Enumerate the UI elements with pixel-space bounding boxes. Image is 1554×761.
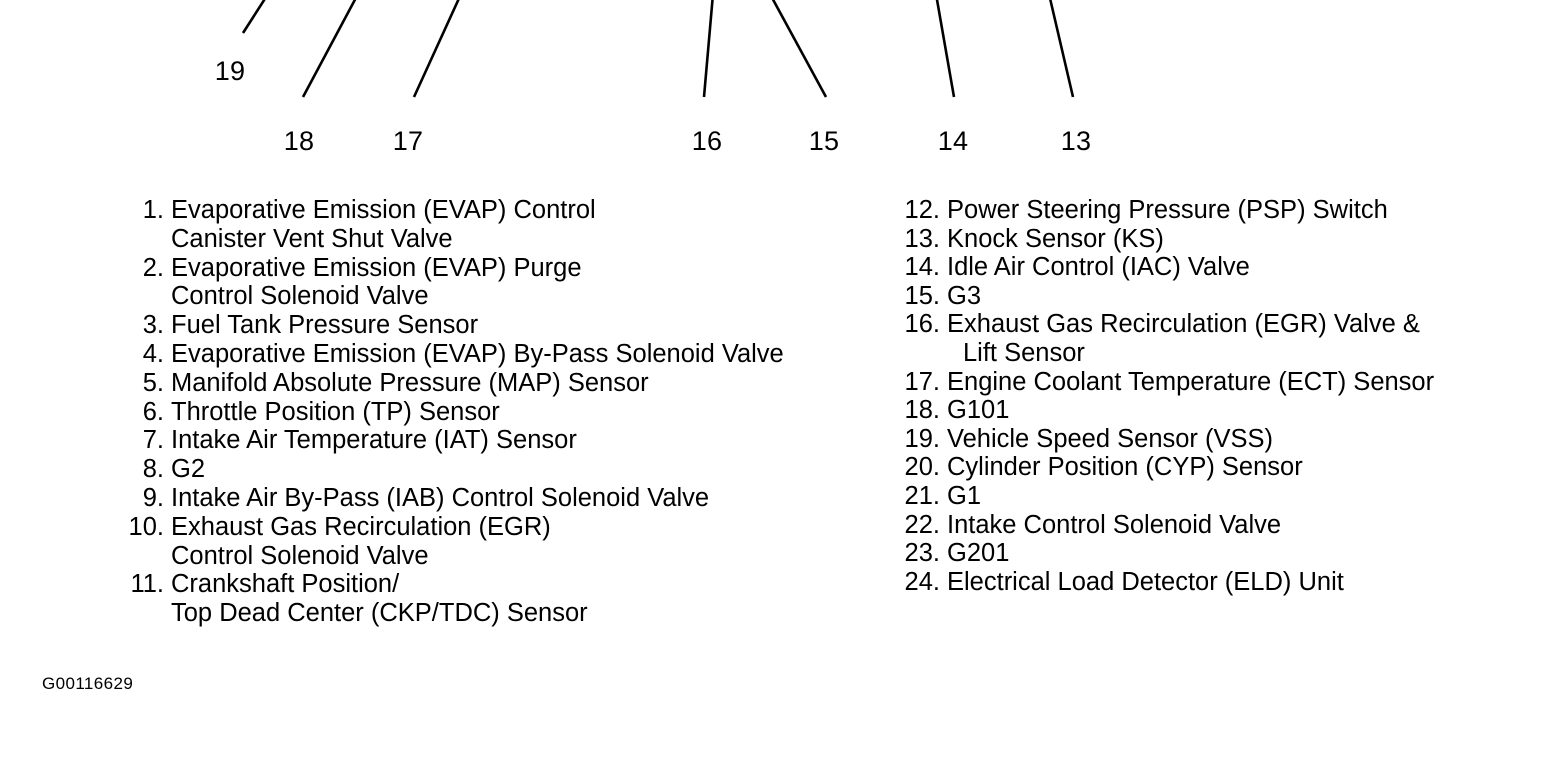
legend-item-number: 1. (142, 196, 164, 224)
legend-item-6: 6.Throttle Position (TP) Sensor (118, 398, 878, 427)
legend-item-15: 15.G3 (890, 282, 1530, 311)
legend-item-label: Power Steering Pressure (PSP) Switch (947, 196, 1388, 224)
callout-number-18: 18 (283, 126, 315, 156)
legend-item-22: 22.Intake Control Solenoid Valve (890, 511, 1530, 540)
legend-item-number: 20. (904, 453, 940, 482)
legend-item-10: 10.Exhaust Gas Recirculation (EGR)Contro… (118, 513, 878, 571)
legend-item-label-continuation: Top Dead Center (CKP/TDC) Sensor (171, 599, 588, 628)
legend-item-label: G201 (947, 539, 1010, 568)
callout-number-15: 15 (808, 126, 840, 156)
legend-item-5: 5.Manifold Absolute Pressure (MAP) Senso… (118, 369, 878, 398)
legend-item-label: Intake Control Solenoid Valve (947, 510, 1282, 539)
legend-item-number: 11. (130, 570, 164, 599)
legend-item-20: 20.Cylinder Position (CYP) Sensor (890, 453, 1530, 482)
legend-item-label: Intake Air By-Pass (IAB) Control Solenoi… (171, 483, 710, 512)
legend-item-label-continuation: Lift Sensor (963, 338, 1085, 367)
legend-item-14: 14.Idle Air Control (IAC) Valve (890, 253, 1530, 282)
legend-item-number: 6. (142, 397, 164, 426)
legend-item-7: 7.Intake Air Temperature (IAT) Sensor (118, 426, 878, 455)
figure-id-code: G00116629 (42, 674, 134, 693)
legend-item-label: Fuel Tank Pressure Sensor (171, 311, 479, 340)
legend-item-label: G2 (171, 455, 206, 484)
legend-item-number: 22. (904, 510, 940, 539)
legend-item-label: Evaporative Emission (EVAP) By-Pass Sole… (171, 339, 784, 368)
legend-item-3: 3.Fuel Tank Pressure Sensor (118, 311, 878, 340)
legend-item-number: 21. (904, 481, 940, 510)
legend-item-label: Throttle Position (TP) Sensor (171, 397, 500, 426)
legend-item-label: Knock Sensor (KS) (947, 224, 1164, 253)
legend-item-number: 17. (904, 367, 940, 396)
legend-item-label: G3 (947, 281, 982, 310)
legend-item-18: 18.G101 (890, 396, 1530, 425)
legend-item-label-continuation: Control Solenoid Valve (171, 541, 429, 570)
leader-line-19 (241, 0, 266, 34)
legend-item-number: 15. (904, 281, 940, 310)
legend-item-label: Engine Coolant Temperature (ECT) Sensor (947, 367, 1435, 396)
legend-item-label: Exhaust Gas Recirculation (EGR) Valve &L… (947, 310, 1530, 367)
callout-number-13: 13 (1060, 126, 1092, 156)
legend-item-11: 11.Crankshaft Position/Top Dead Center (… (118, 570, 878, 628)
legend-item-number: 13. (904, 224, 940, 253)
legend-item-9: 9.Intake Air By-Pass (IAB) Control Solen… (118, 484, 878, 513)
legend-item-23: 23.G201 (890, 539, 1530, 568)
legend-item-number: 5. (142, 368, 164, 397)
legend-item-19: 19.Vehicle Speed Sensor (VSS) (890, 425, 1530, 454)
legend-item-21: 21.G1 (890, 482, 1530, 511)
legend-item-number: 23. (904, 539, 940, 568)
legend-item-number: 3. (142, 311, 164, 340)
legend-item-number: 24. (904, 567, 940, 596)
legend-item-16: 16.Exhaust Gas Recirculation (EGR) Valve… (890, 310, 1530, 367)
legend-item-number: 18. (904, 396, 940, 425)
legend-item-label-continuation: Canister Vent Shut Valve (171, 224, 453, 253)
leader-line-15 (771, 0, 828, 98)
legend-item-12: 12.Power Steering Pressure (PSP) Switch (890, 196, 1530, 225)
leader-line-17 (412, 0, 460, 98)
callout-number-19: 19 (214, 56, 246, 86)
legend-item-4: 4.Evaporative Emission (EVAP) By-Pass So… (118, 340, 878, 369)
legend-item-number: 14. (904, 253, 940, 282)
callout-area: 19 18 17 16 15 14 13 (0, 0, 1554, 155)
legend-item-number: 2. (142, 253, 164, 282)
legend-item-label-continuation: Control Solenoid Valve (171, 282, 429, 311)
legend-item-label: Exhaust Gas Recirculation (EGR)Control S… (171, 513, 878, 571)
legend-item-number: 8. (142, 455, 164, 484)
legend-item-number: 4. (142, 339, 164, 368)
leader-line-13 (1049, 0, 1075, 98)
legend-item-17: 17.Engine Coolant Temperature (ECT) Sens… (890, 368, 1530, 397)
legend-item-label: Manifold Absolute Pressure (MAP) Sensor (171, 368, 649, 397)
legend-item-label: Intake Air Temperature (IAT) Sensor (171, 426, 577, 455)
legend-item-number: 9. (142, 483, 164, 512)
legend-item-number: 16. (904, 310, 940, 339)
legend-item-8: 8.G2 (118, 455, 878, 484)
legend-item-label: Electrical Load Detector (ELD) Unit (947, 567, 1344, 596)
leader-lines-group (241, 0, 1075, 98)
legend-item-label: Idle Air Control (IAC) Valve (947, 253, 1250, 282)
legend-item-13: 13.Knock Sensor (KS) (890, 225, 1530, 254)
legend-item-number: 19. (904, 424, 940, 453)
legend-item-label: Cylinder Position (CYP) Sensor (947, 453, 1303, 482)
leader-line-18 (301, 0, 357, 98)
legend-item-label: Crankshaft Position/Top Dead Center (CKP… (171, 570, 878, 628)
legend-item-label: G1 (947, 481, 982, 510)
callout-number-17: 17 (392, 126, 424, 156)
legend-item-label: Vehicle Speed Sensor (VSS) (947, 424, 1274, 453)
legend-item-number: 7. (142, 426, 164, 455)
legend-item-number: 10. (128, 512, 164, 541)
leader-line-14 (935, 0, 956, 98)
legend-item-label: G101 (947, 396, 1010, 425)
legend-item-number: 12. (904, 196, 940, 224)
legend-item-24: 24.Electrical Load Detector (ELD) Unit (890, 568, 1530, 597)
callout-number-16: 16 (691, 126, 723, 156)
callout-number-14: 14 (937, 126, 969, 156)
leader-line-16 (702, 0, 714, 98)
